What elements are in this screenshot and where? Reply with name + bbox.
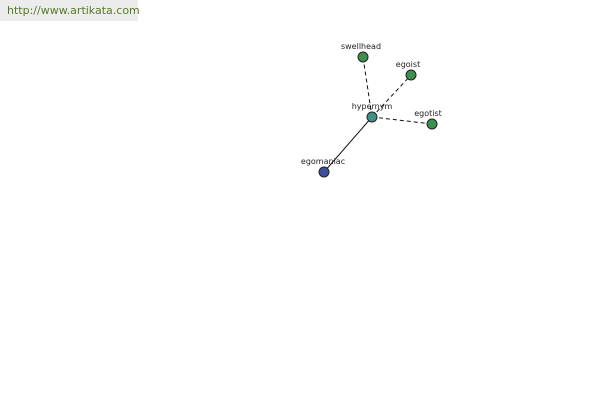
node-label-swellhead[interactable]: swellhead [341,42,381,51]
graph-nodes: swellhead egoist egotist egomaniac hypernym [301,42,442,178]
node-egomaniac[interactable] [318,166,330,178]
edge-egotist [371,116,433,125]
node-label-egoist[interactable]: egoist [396,60,420,69]
node-label-egotist[interactable]: egotist [414,109,442,118]
graph-edges [323,56,433,173]
edge-egomaniac [323,116,373,173]
node-egoist[interactable] [405,69,417,81]
edge-egoist [371,74,412,118]
node-hypernym[interactable] [366,111,378,123]
node-swellhead[interactable] [357,51,369,63]
node-label-egomaniac[interactable]: egomaniac [301,157,345,166]
source-url-link[interactable]: http://www.artikata.com [0,0,140,21]
node-egotist[interactable] [426,118,438,130]
edge-swellhead [362,56,373,118]
node-label-hypernym[interactable]: hypernym [352,102,393,111]
